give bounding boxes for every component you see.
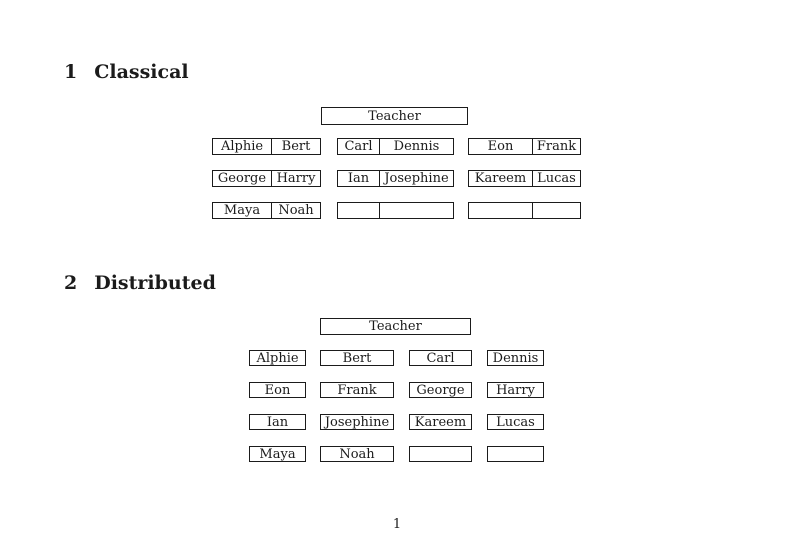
- desk-box: Alphie Bert: [212, 138, 321, 155]
- desk-box: Frank: [320, 382, 394, 398]
- seat: Josephine: [324, 414, 390, 430]
- desk-box: [337, 202, 454, 219]
- desk-box: Harry: [487, 382, 544, 398]
- desk-box: Carl Dennis: [337, 138, 454, 155]
- seat: Lucas: [532, 171, 580, 186]
- desk-box: Lucas: [487, 414, 544, 430]
- seat: Josephine: [379, 171, 453, 186]
- seat: Dennis: [492, 350, 539, 366]
- section-title: Classical: [94, 61, 189, 83]
- section-title: Distributed: [94, 272, 216, 294]
- teacher-label: Teacher: [369, 319, 422, 334]
- desk-box: Noah: [320, 446, 394, 462]
- seat: Maya: [223, 203, 261, 218]
- section-number: 1: [64, 61, 78, 83]
- desk-box: Dennis: [487, 350, 544, 366]
- seat: Noah: [271, 203, 320, 218]
- desk-box: [409, 446, 472, 462]
- seat: Ian: [347, 171, 370, 186]
- desk-box: Ian Josephine: [337, 170, 454, 187]
- desk-box: George Harry: [212, 170, 321, 187]
- desk-box: Maya: [249, 446, 306, 462]
- desk-box: Carl: [409, 350, 472, 366]
- seat: Harry: [496, 382, 535, 398]
- seat: Frank: [532, 139, 580, 154]
- desk-box: [468, 202, 581, 219]
- section-heading-classical: 1 Classical: [64, 61, 189, 83]
- desk-box: [487, 446, 544, 462]
- desk-box: Maya Noah: [212, 202, 321, 219]
- desk-box: Eon: [249, 382, 306, 398]
- desk-box: Eon Frank: [468, 138, 581, 155]
- seat: Frank: [337, 382, 377, 398]
- seat: Maya: [259, 446, 296, 462]
- page-number: 1: [392, 517, 402, 532]
- seat: George: [416, 382, 465, 398]
- seat: Alphie: [256, 350, 299, 366]
- seat: Eon: [264, 382, 291, 398]
- seat-empty: [469, 203, 532, 218]
- teacher-label: Teacher: [368, 108, 421, 124]
- desk-box: Josephine: [320, 414, 394, 430]
- seat: Kareem: [474, 171, 527, 186]
- seat: Alphie: [220, 139, 264, 154]
- section-number: 2: [64, 272, 78, 294]
- teacher-desk: Teacher: [321, 107, 468, 125]
- desk-box: Bert: [320, 350, 394, 366]
- desk-box: Alphie: [249, 350, 306, 366]
- seat: Bert: [342, 350, 372, 366]
- seat: Lucas: [496, 414, 535, 430]
- seat: Carl: [344, 139, 373, 154]
- desk-box: Kareem Lucas: [468, 170, 581, 187]
- seat: Carl: [426, 350, 455, 366]
- section-heading-distributed: 2 Distributed: [64, 272, 216, 294]
- desk-box: Ian: [249, 414, 306, 430]
- seat-empty: [338, 203, 379, 218]
- seat: Harry: [271, 171, 320, 186]
- teacher-desk: Teacher: [320, 318, 471, 335]
- seat: Eon: [487, 139, 514, 154]
- seat-empty: [532, 203, 580, 218]
- seat: Dennis: [379, 139, 453, 154]
- desk-box: Kareem: [409, 414, 472, 430]
- seat: Bert: [271, 139, 320, 154]
- seat-empty: [379, 203, 453, 218]
- seat: Ian: [266, 414, 289, 430]
- seat: Noah: [339, 446, 375, 462]
- seat: George: [217, 171, 267, 186]
- seat: Kareem: [414, 414, 467, 430]
- desk-box: George: [409, 382, 472, 398]
